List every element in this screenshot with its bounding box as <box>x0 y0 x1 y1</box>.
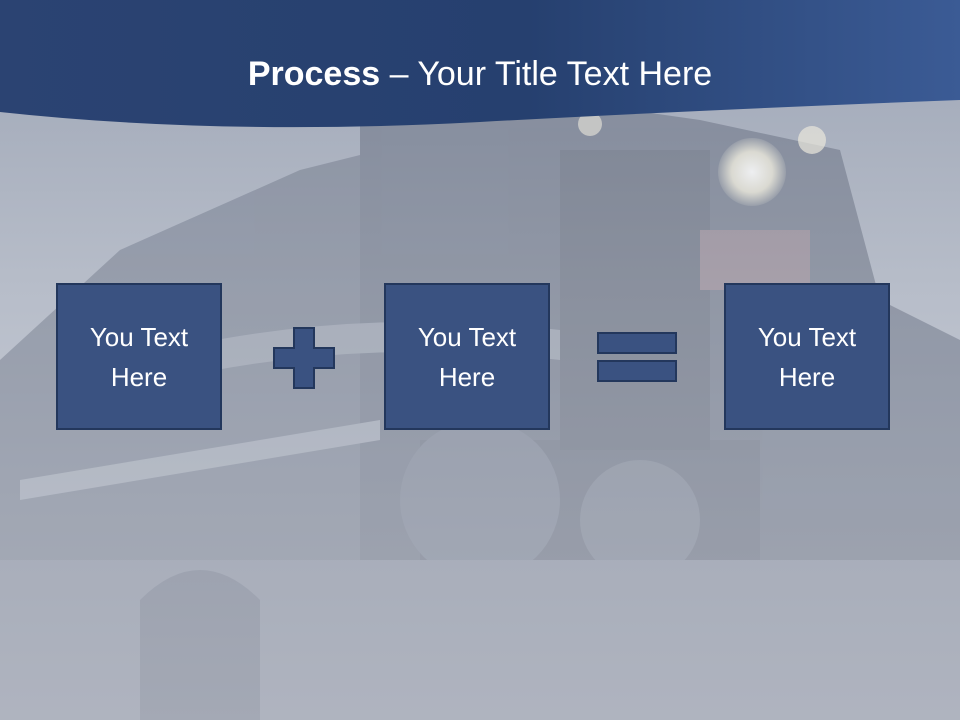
page-title: Process – Your Title Text Here <box>0 52 960 96</box>
process-box-2[interactable]: You Text Here <box>384 283 550 430</box>
process-box-1-text: You Text Here <box>89 321 189 392</box>
title-bold: Process <box>247 55 381 93</box>
plus-icon <box>273 327 335 389</box>
equals-icon <box>597 332 677 382</box>
title-rest: – Your Title Text Here <box>380 55 713 93</box>
title-band <box>0 0 960 128</box>
process-box-2-text: You Text Here <box>417 321 517 392</box>
process-box-1[interactable]: You Text Here <box>56 283 222 430</box>
process-box-3-text: You Text Here <box>757 321 857 392</box>
process-box-3[interactable]: You Text Here <box>724 283 890 430</box>
